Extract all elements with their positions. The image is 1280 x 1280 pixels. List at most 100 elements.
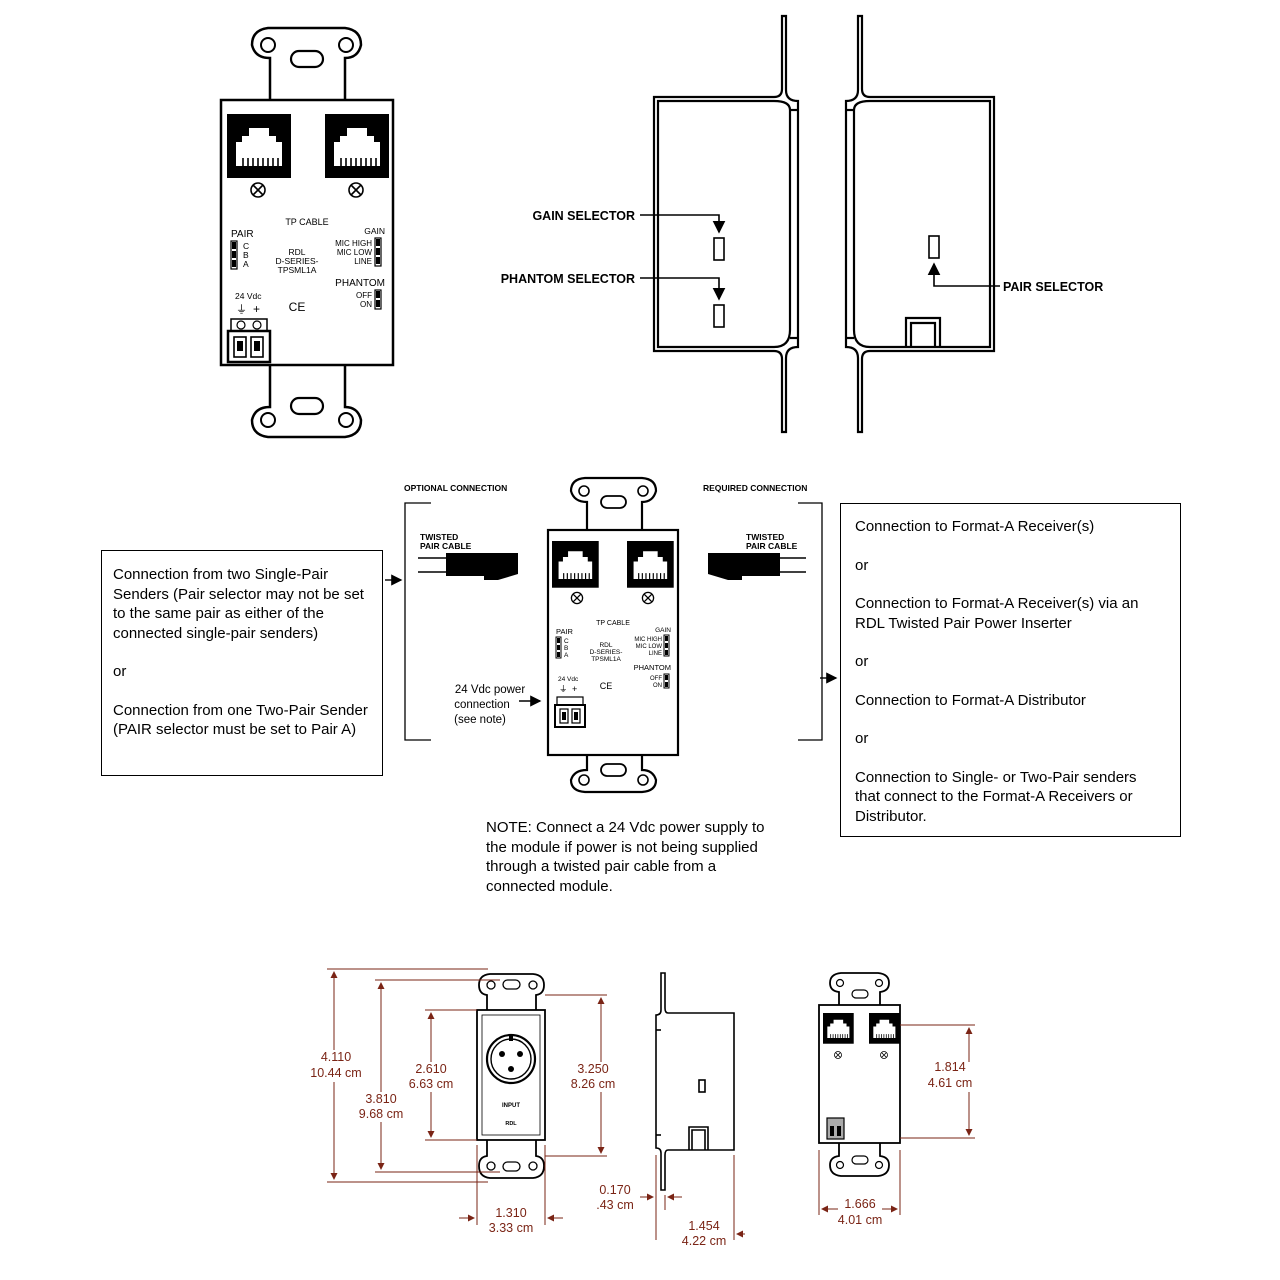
left-box-or: or: [113, 663, 127, 680]
rj45-jack-icon: [551, 540, 600, 589]
dim-0170-cm: .43 cm: [596, 1198, 634, 1212]
phantom-label: PHANTOM: [335, 278, 385, 289]
pair-option-c: C: [243, 241, 249, 251]
model-line-3: TPSML1A: [278, 265, 317, 275]
pair-selector-slot: [928, 235, 940, 259]
right-connection-box: Connection to Format-A Receiver(s) or Co…: [840, 503, 1181, 837]
left-box-text-1: Connection from two Single-Pair Senders …: [113, 566, 364, 642]
right-box-text-1: Connection to Format-A Receiver(s): [855, 518, 1095, 535]
gain-selector-label: GAIN SELECTOR: [532, 209, 635, 223]
power-terminal-icon: [226, 318, 272, 364]
pair-option-b: B: [243, 250, 249, 260]
pair-option-b-small: B: [564, 645, 568, 652]
rj45-jack-icon: [626, 540, 675, 589]
dim-1814-in: 1.814: [934, 1060, 965, 1074]
dim-3810-cm: 9.68 cm: [359, 1107, 403, 1121]
power-label-small: 24 Vdc: [558, 676, 579, 683]
power-note: NOTE: Connect a 24 Vdc power supply to t…: [486, 819, 765, 895]
rj45-jack-icon: [868, 1012, 901, 1045]
rj45-jack-icon: [324, 113, 390, 179]
plus-symbol-small: +: [572, 684, 577, 694]
gain-option-mic-low-small: MIC LOW: [636, 644, 663, 650]
right-box-or-3: or: [855, 730, 869, 747]
dim-3250-in: 3.250: [577, 1062, 608, 1076]
optional-bracket: [404, 502, 431, 741]
dim-1666-cm: 4.01 cm: [838, 1213, 882, 1227]
rj45-jack-icon: [822, 1012, 855, 1045]
right-cable-icon: [708, 553, 806, 580]
rdl-brand-logo: RDL: [505, 1121, 517, 1127]
required-connection-label: REQUIRED CONNECTION: [703, 483, 807, 493]
dim-4110-in: 4.110: [321, 1050, 351, 1064]
power-connection-label-3: (see note): [454, 714, 506, 726]
right-cable-label-2: PAIR CABLE: [746, 541, 798, 551]
screw-icon: [834, 1051, 842, 1059]
dim-4110-cm: 10.44 cm: [310, 1066, 361, 1080]
input-label: INPUT: [502, 1103, 520, 1109]
gain-label: GAIN: [364, 226, 385, 236]
dimension-rear-view: [818, 972, 901, 1177]
pair-option-a: A: [243, 259, 249, 269]
phantom-label-small: PHANTOM: [634, 663, 671, 672]
dim-3810-in: 3.810: [365, 1092, 396, 1106]
required-bracket: [798, 502, 823, 741]
right-box-text-3: Connection to Format-A Distributor: [855, 691, 1086, 709]
plus-symbol: +: [253, 302, 260, 316]
dimension-side-view: [655, 972, 735, 1191]
tp-cable-label: TP CABLE: [285, 217, 328, 227]
gain-option-line: LINE: [354, 257, 372, 266]
screw-icon: [880, 1051, 888, 1059]
left-box-text-2: Connection from one Two-Pair Sender (PAI…: [113, 701, 368, 739]
gain-option-mic-high: MIC HIGH: [335, 239, 372, 248]
phantom-switch: [374, 289, 382, 310]
rj45-jack-icon: [226, 113, 292, 179]
model-line-2: D-SERIES-: [276, 256, 319, 266]
right-cable-label-1: TWISTED: [746, 532, 784, 542]
gain-option-mic-high-small: MIC HIGH: [634, 637, 662, 643]
right-box-or-1: or: [855, 556, 869, 574]
pair-option-a-small: A: [564, 652, 569, 659]
left-connection-box: Connection from two Single-Pair Senders …: [101, 550, 383, 776]
phantom-option-off-small: OFF: [650, 676, 662, 682]
power-label: 24 Vdc: [235, 291, 262, 301]
gain-option-line-small: LINE: [649, 651, 662, 657]
right-box-text-2: Connection to Format-A Receiver(s) via a…: [855, 595, 1139, 632]
power-connection-label-2: connection: [454, 699, 510, 711]
gain-option-mic-low: MIC LOW: [337, 248, 373, 257]
dim-1310-in: 1.310: [495, 1206, 526, 1220]
phantom-option-off: OFF: [356, 291, 372, 300]
model-line-3-small: TPSML1A: [591, 656, 621, 663]
screw-icon: [250, 182, 266, 198]
phantom-option-on-small: ON: [653, 683, 662, 689]
pair-selector-label: PAIR SELECTOR: [1003, 280, 1103, 294]
left-cable-label-1: TWISTED: [420, 532, 458, 542]
screw-icon: [641, 591, 655, 605]
pair-label-small: PAIR: [556, 627, 574, 636]
dim-2610-cm: 6.63 cm: [409, 1077, 453, 1091]
optional-connection-label: OPTIONAL CONNECTION: [404, 483, 507, 493]
screw-icon: [570, 591, 584, 605]
dim-0170-in: 0.170: [599, 1183, 630, 1197]
left-cable-icon: [418, 553, 518, 580]
model-line-1-small: RDL: [599, 642, 612, 649]
dim-1310-cm: 3.33 cm: [489, 1221, 533, 1235]
gain-selector-slot: [713, 237, 725, 261]
dimension-front-view: INPUT RDL: [476, 973, 546, 1179]
side-view-left: [652, 14, 800, 434]
phantom-selector-slot: [713, 304, 725, 328]
pair-option-c-small: C: [564, 638, 569, 645]
front-panel-small: TP CABLE PAIR C B A GAIN MIC HIGH MIC LO…: [546, 476, 680, 794]
right-box-or-2: or: [855, 653, 869, 670]
ce-mark: CE: [289, 300, 306, 314]
screw-icon: [348, 182, 364, 198]
front-panel-large: TP CABLE PAIR C B A GAIN MIC HIGH MIC LO…: [219, 26, 395, 439]
gain-label-small: GAIN: [655, 627, 671, 634]
right-box-text-4: Connection to Single- or Two-Pair sender…: [855, 768, 1137, 825]
phantom-option-on: ON: [360, 300, 372, 309]
pair-label: PAIR: [231, 229, 254, 240]
dim-1666-in: 1.666: [844, 1197, 875, 1211]
dim-1814-cm: 4.61 cm: [928, 1076, 972, 1090]
ground-symbol-small-icon: ⏚: [559, 684, 568, 694]
phantom-selector-label: PHANTOM SELECTOR: [501, 272, 635, 286]
